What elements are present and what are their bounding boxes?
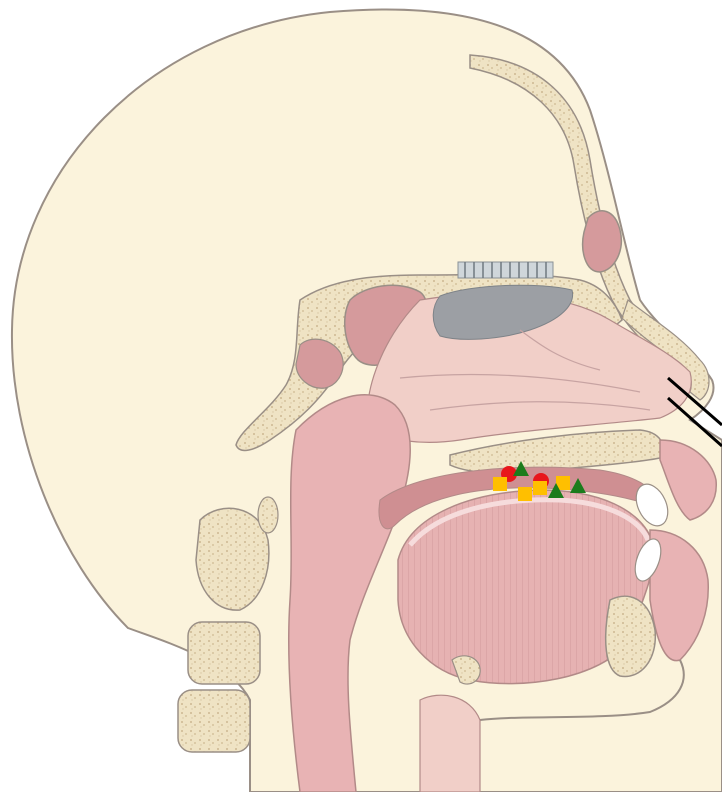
- larynx: [420, 695, 480, 792]
- cribriform-plate: [458, 262, 553, 278]
- square-marker: [533, 481, 547, 495]
- square-marker: [518, 487, 532, 501]
- square-marker: [493, 477, 507, 491]
